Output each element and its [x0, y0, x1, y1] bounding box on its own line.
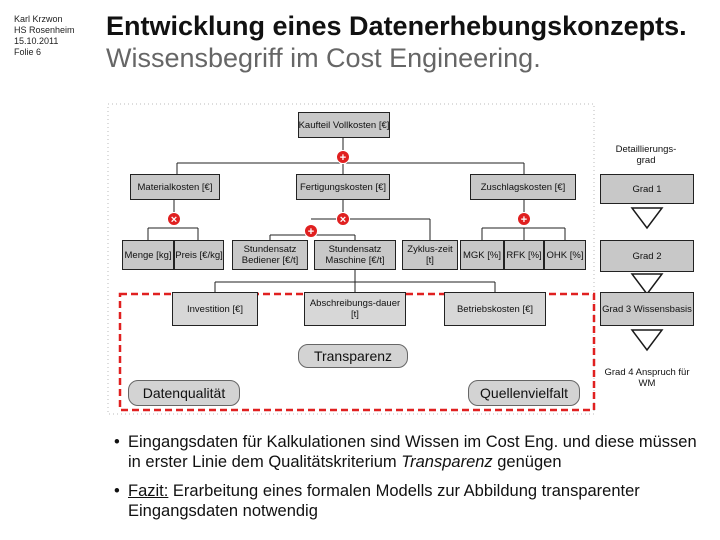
bullet-dot: • [114, 482, 120, 500]
node-stundensatz-maschine: Stundensatz Maschine [€/t] [314, 240, 396, 270]
diagram-outer-frame [107, 103, 595, 415]
institution: HS Rosenheim [14, 25, 75, 35]
slide-title: Entwicklung eines Datenerhebungskonzepts… [106, 11, 687, 41]
node-betriebskosten: Betriebskosten [€] [444, 292, 546, 326]
node-materialkosten: Materialkosten [€] [130, 174, 220, 200]
bullet-list: • Eingangsdaten für Kalkulationen sind W… [112, 432, 702, 530]
operator-plus: + [304, 224, 318, 238]
slide-meta: Karl Krzwon HS Rosenheim 15.10.2011 Foli… [14, 14, 75, 58]
operator-times: × [336, 212, 350, 226]
node-fertigungskosten: Fertigungskosten [€] [296, 174, 390, 200]
grade-1: Grad 1 [600, 174, 694, 204]
node-zuschlagskosten: Zuschlagskosten [€] [470, 174, 576, 200]
bullet-emphasis: Transparenz [401, 453, 493, 471]
node-rfk: RFK [%] [504, 240, 544, 270]
author: Karl Krzwon [14, 14, 63, 24]
label-datenqualitaet: Datenqualität [128, 380, 240, 406]
node-stundensatz-bediener: Stundensatz Bediener [€/t] [232, 240, 308, 270]
bullet-text: genügen [492, 453, 562, 471]
grade-4: Grad 4 Anspruch für WM [604, 367, 690, 389]
slide-subtitle: Wissensbegriff im Cost Engineering. [106, 43, 541, 73]
node-vollkosten: Kaufteil Vollkosten [€] [298, 112, 390, 138]
node-ohk: OHK [%] [544, 240, 586, 270]
bullet-text: Eingangsdaten für Kalkulationen sind Wis… [128, 433, 697, 471]
label-quellenvielfalt: Quellenvielfalt [468, 380, 580, 406]
grade-3: Grad 3 Wissensbasis [600, 292, 694, 326]
node-preis: Preis [€/kg] [174, 240, 224, 270]
bullet-label: Fazit: [128, 482, 169, 500]
date: 15.10.2011 [14, 36, 59, 46]
bullet-item: • Eingangsdaten für Kalkulationen sind W… [112, 432, 702, 472]
node-zykluszeit: Zyklus-zeit [t] [402, 240, 458, 270]
node-mgk: MGK [%] [460, 240, 504, 270]
operator-plus: + [517, 212, 531, 226]
bullet-text: Erarbeitung eines formalen Modells zur A… [128, 482, 640, 520]
node-investition: Investition [€] [172, 292, 258, 326]
node-abschreibungsdauer: Abschreibungs-dauer [t] [304, 292, 406, 326]
slide-number: Folie 6 [14, 47, 42, 57]
grade-header: Detaillierungs-grad [615, 144, 677, 166]
node-menge: Menge [kg] [122, 240, 174, 270]
arrow-down-icon [630, 207, 664, 230]
bullet-dot: • [114, 433, 120, 451]
arrow-down-icon [630, 329, 664, 352]
arrow-down-icon [630, 273, 664, 296]
grade-2: Grad 2 [600, 240, 694, 272]
bullet-item: • Fazit: Erarbeitung eines formalen Mode… [112, 481, 702, 521]
label-transparenz: Transparenz [298, 344, 408, 368]
operator-times: × [167, 212, 181, 226]
operator-plus: + [336, 150, 350, 164]
